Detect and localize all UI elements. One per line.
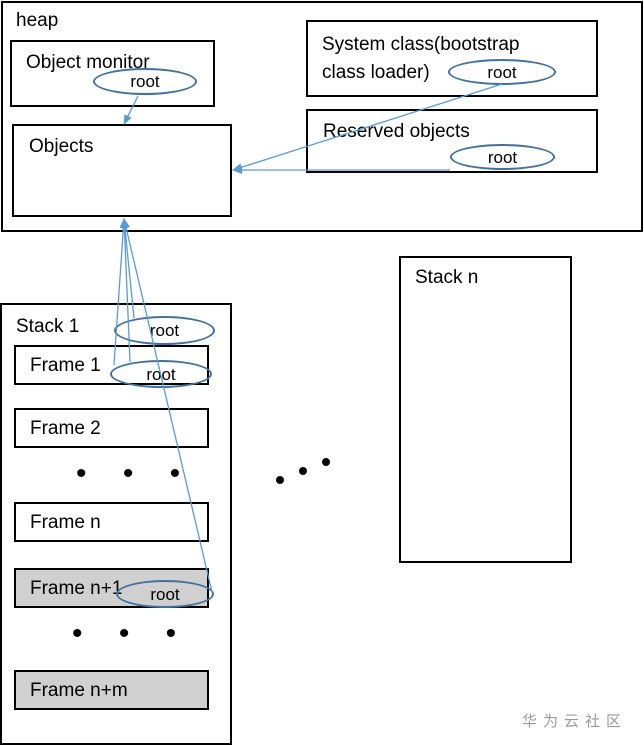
object-monitor-label: Object monitor	[26, 52, 150, 73]
objects-label: Objects	[29, 136, 94, 157]
object-monitor-root: root	[93, 68, 197, 95]
reserved-objects-label: Reserved objects	[323, 121, 470, 142]
frame-n-plus-1-label: Frame n+1	[30, 578, 123, 599]
frame-n-label: Frame n	[30, 512, 101, 533]
stack1-title: Stack 1	[16, 316, 80, 337]
frame-n-plus-m-box	[14, 670, 209, 710]
stack-n-container	[399, 256, 572, 563]
stack-n-title: Stack n	[415, 267, 479, 288]
frame-1-label: Frame 1	[30, 355, 101, 376]
frame-n-plus-m-label: Frame n+m	[30, 680, 128, 701]
heap-title: heap	[16, 10, 59, 31]
watermark: 华为云社区	[522, 713, 628, 730]
system-class-root: root	[448, 59, 556, 85]
reserved-objects-root: root	[450, 144, 555, 170]
system-class-label: System class(bootstrap class loader)	[322, 34, 520, 83]
frame-n-plus-1-root: root	[116, 580, 214, 608]
frames-ellipsis-lower: • • •	[72, 617, 191, 650]
frame-2-label: Frame 2	[30, 418, 101, 439]
frames-ellipsis-upper: • • •	[76, 457, 195, 490]
stack1-root: root	[114, 316, 215, 345]
objects-box	[12, 124, 232, 217]
frame-1-root: root	[110, 360, 212, 388]
